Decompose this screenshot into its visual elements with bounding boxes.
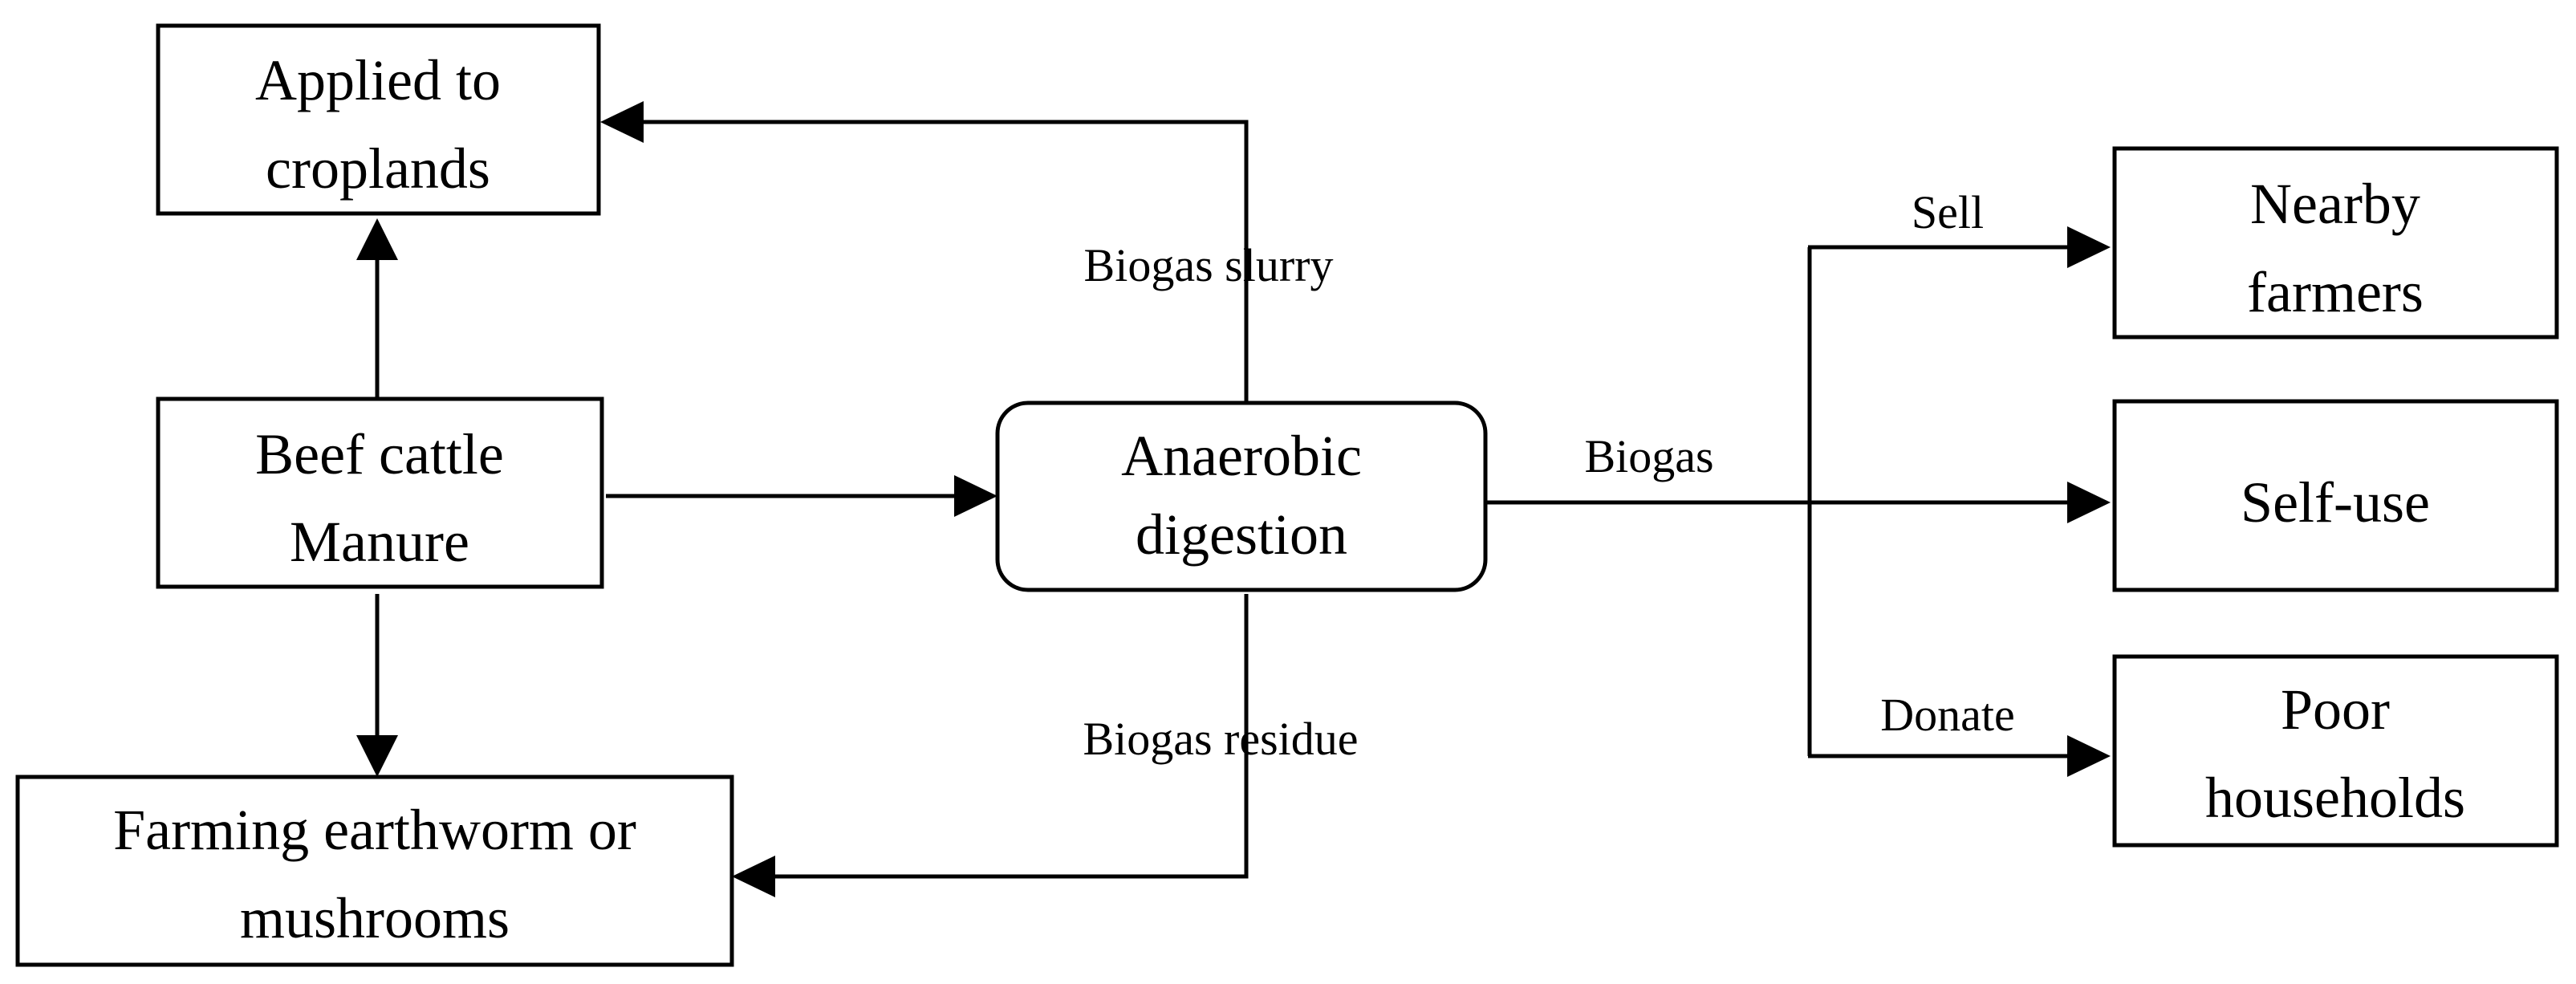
node-anaerobic-digestion: Anaerobic digestion [995,401,1488,592]
node-poor-households-line2: households [2205,766,2465,830]
arrowhead-right-icon [954,475,997,517]
node-poor-households-line1: Poor [2281,677,2390,742]
node-nearby-farmers-line1: Nearby [2250,172,2420,236]
node-nearby-farmers: Nearby farmers [2112,146,2559,340]
label-biogas-residue: Biogas residue [1083,713,1358,765]
arrowhead-left-icon [600,101,644,143]
node-farming: Farming earthworm or mushrooms [15,775,734,967]
node-beef-cattle-manure: Beef cattle Manure [156,396,604,589]
label-biogas-slurry: Biogas slurry [1084,239,1334,291]
node-self-use: Self-use [2112,399,2559,592]
arrowhead-down-icon [356,735,398,777]
node-anaerobic-digestion-line1: Anaerobic [1121,424,1362,488]
node-self-use-line1: Self-use [2241,470,2430,535]
label-biogas: Biogas [1584,430,1713,482]
node-farming-line2: mushrooms [240,886,510,950]
node-applied-croplands: Applied to croplands [156,23,601,216]
node-farming-line1: Farming earthworm or [113,798,636,862]
node-nearby-farmers-line2: farmers [2247,260,2424,324]
node-beef-cattle-manure-line1: Beef cattle [255,422,504,486]
node-anaerobic-digestion-line2: digestion [1136,502,1347,567]
arrowhead-right-icon [2067,226,2111,268]
arrowhead-up-icon [356,218,398,260]
label-sell: Sell [1912,186,1984,238]
connector-residue [772,594,1249,879]
connector-slurry [640,120,1249,403]
node-beef-cattle-manure-line2: Manure [290,510,469,574]
connectors [356,101,2111,897]
arrowhead-right-icon [2067,735,2111,777]
node-poor-households: Poor households [2112,654,2559,848]
arrowhead-left-icon [732,856,775,897]
arrowhead-right-icon [2067,482,2111,523]
label-donate: Donate [1880,689,2015,741]
node-applied-croplands-line1: Applied to [255,48,501,112]
node-applied-croplands-line2: croplands [266,136,490,201]
edge-labels: Biogas slurry Biogas residue Biogas Sell… [1083,186,2014,765]
